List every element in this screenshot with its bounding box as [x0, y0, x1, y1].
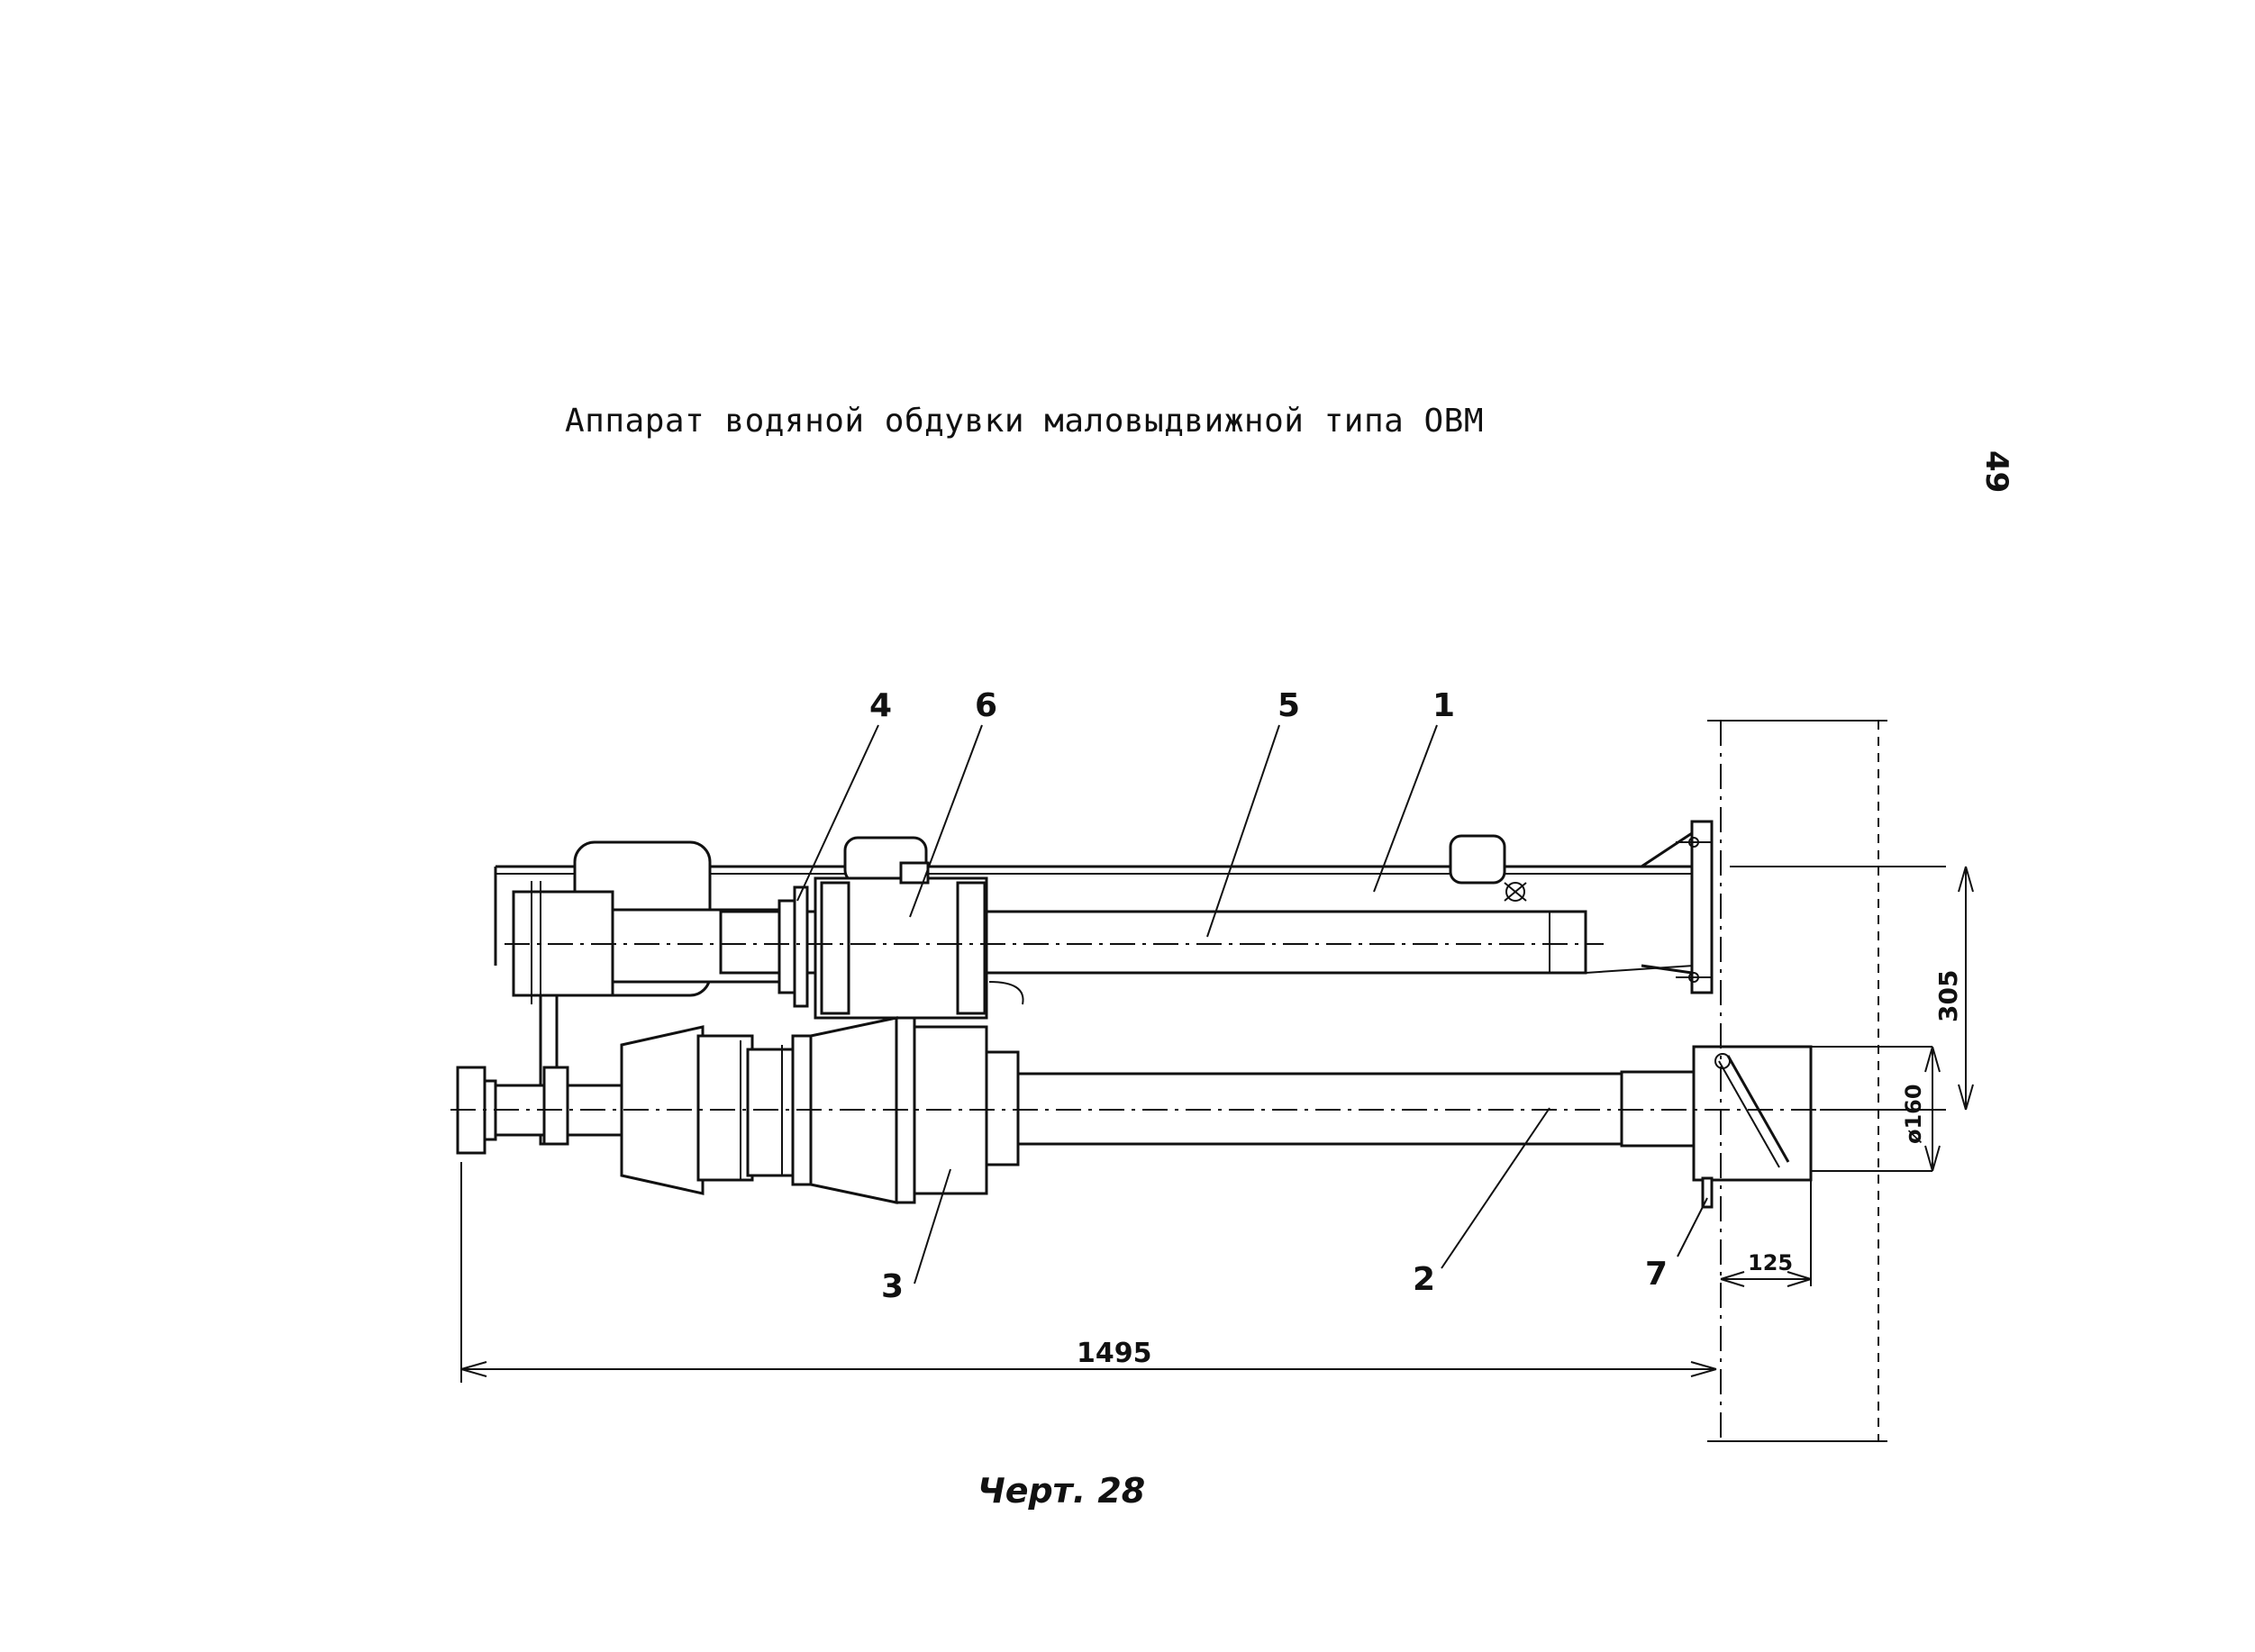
dim-wall-offset-label: 125 — [1748, 1250, 1793, 1275]
gearbox-6 — [814, 836, 1024, 1020]
callout-2-label: 2 — [1413, 1261, 1435, 1298]
callout-4-label: 4 — [869, 687, 892, 724]
drawing-title: Аппарат водяной обдувки маловыдвижной ти… — [565, 403, 1484, 440]
dimension-height: 305 — [1730, 866, 1974, 1111]
callout-5: 5 — [1206, 687, 1300, 938]
callout-6: 6 — [909, 687, 997, 918]
dim-diameter-label: ø160 — [1901, 1084, 1926, 1144]
dimension-overall-length: 1495 — [460, 1162, 1717, 1383]
dimension-wall-offset: 125 — [1720, 1180, 1812, 1287]
counterweight — [1449, 834, 1527, 902]
dim-overall-length-label: 1495 — [1077, 1338, 1152, 1369]
callout-4: 4 — [796, 687, 892, 902]
callout-7-label: 7 — [1645, 1256, 1668, 1293]
nozzle-head-7 — [1692, 1045, 1813, 1209]
boiler-wall-outline — [1707, 720, 1887, 1442]
callout-5-label: 5 — [1278, 687, 1300, 724]
wall-mount-bracket — [1641, 820, 1714, 994]
callout-3-label: 3 — [881, 1268, 904, 1305]
callout-1: 1 — [1373, 687, 1455, 893]
flanged-coupling-4 — [777, 885, 809, 1008]
motor-unit-lower — [620, 1025, 795, 1195]
callout-1-label: 1 — [1432, 687, 1455, 724]
dimension-pipe-diameter: ø160 — [1811, 1046, 1941, 1172]
callout-3: 3 — [881, 1168, 951, 1305]
callout-2: 2 — [1413, 1107, 1550, 1298]
drawing-caption: Черт. 28 — [977, 1471, 1146, 1511]
dim-height-label: 305 — [1933, 970, 1963, 1022]
callout-7: 7 — [1645, 1197, 1708, 1293]
callout-6-label: 6 — [975, 687, 997, 724]
